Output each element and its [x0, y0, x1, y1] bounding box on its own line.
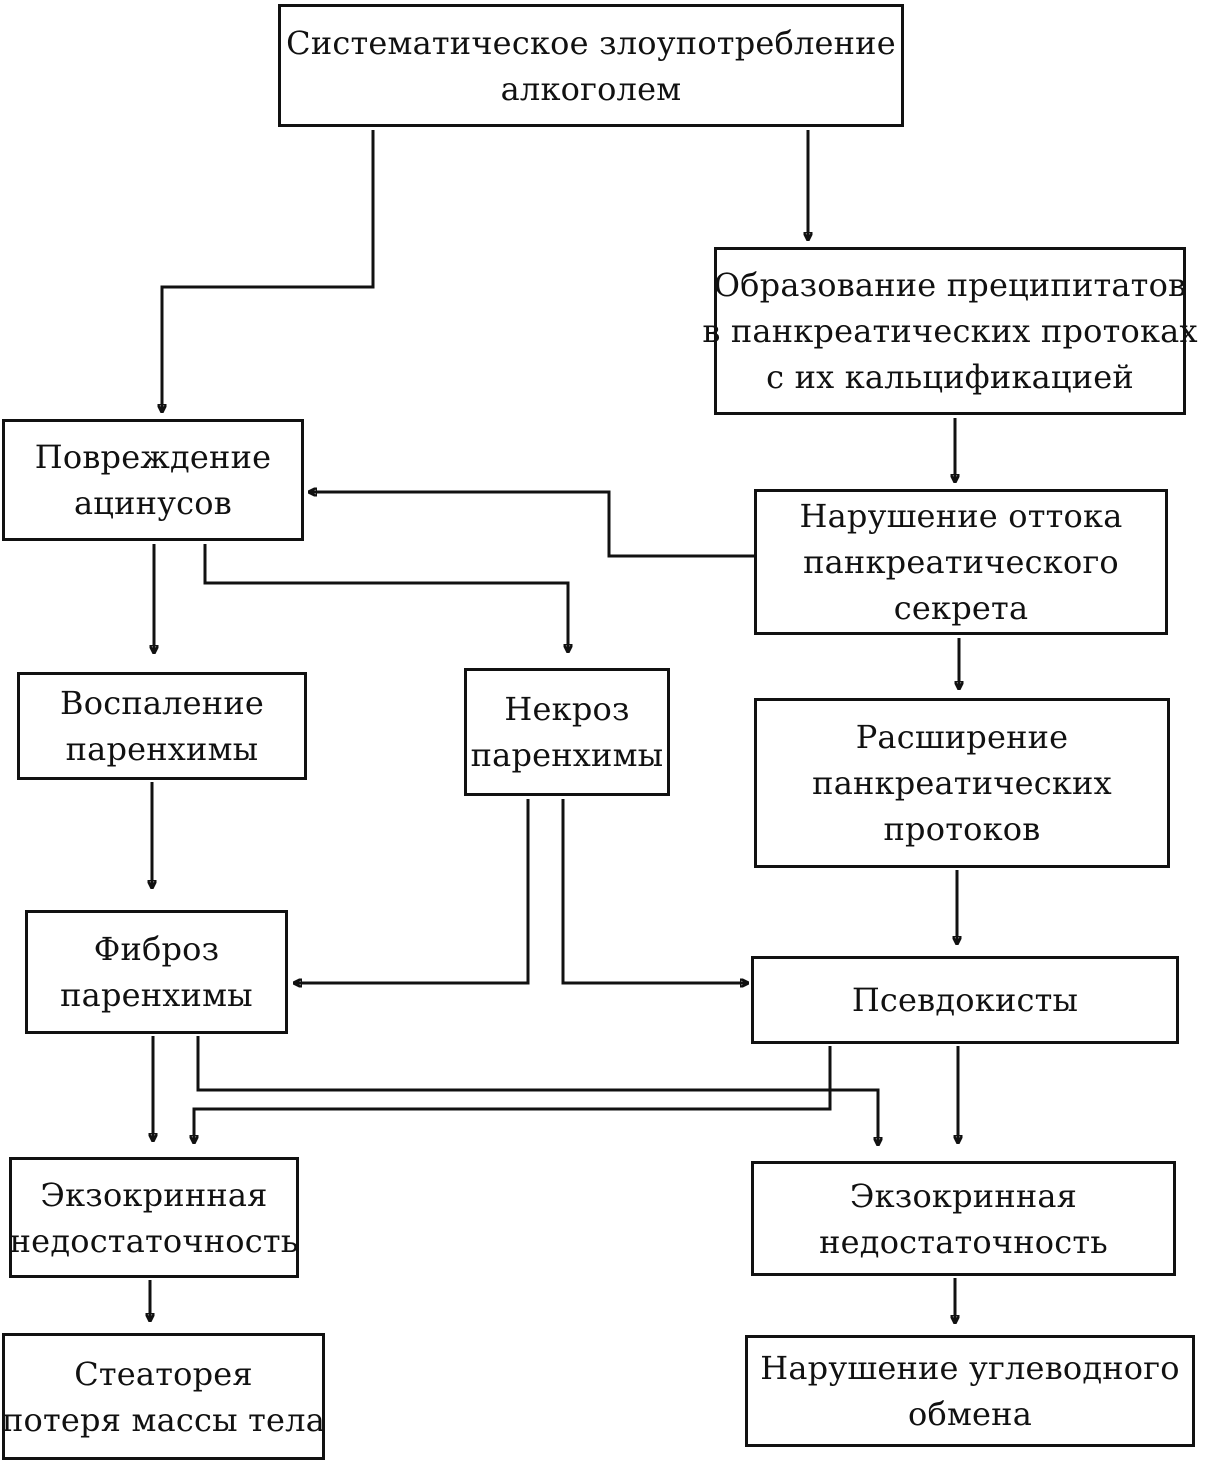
arrow-necrosis-to-fibrosis: [294, 799, 530, 983]
node-carbohydrate-metabolism-line-2: обмена: [908, 1395, 1032, 1433]
arrow-pseudocysts-to-exocrine-left: [194, 1046, 832, 1143]
arrow-acini-to-necrosis: [203, 544, 568, 652]
node-alcohol-abuse-line-1: Систематическое злоупотребление: [286, 23, 896, 62]
node-duct-dilation-line-2: панкреатических: [812, 764, 1112, 802]
node-duct-dilation: Расширение панкреатических протоков: [754, 698, 1170, 868]
node-exocrine-insufficiency-left: Экзокринная недостаточность: [9, 1157, 299, 1278]
node-alcohol-abuse: Систематическое злоупотребление алкоголе…: [278, 4, 904, 127]
node-carbohydrate-metabolism-line-1: Нарушение углеводного: [760, 1349, 1180, 1387]
node-steatorrhea-line-1: Стеаторея: [74, 1354, 253, 1393]
node-inflammation-line-1: Воспаление: [60, 684, 264, 722]
node-necrosis: Некроз паренхимы: [464, 668, 670, 796]
node-outflow-disorder-line-2: панкреатического: [803, 543, 1119, 581]
node-inflammation-line-2: паренхимы: [65, 730, 259, 768]
node-alcohol-abuse-line-2: алкоголем: [500, 69, 682, 108]
node-inflammation: Воспаление паренхимы: [17, 672, 307, 780]
node-fibrosis-line-1: Фиброз: [93, 930, 220, 968]
node-necrosis-line-2: паренхимы: [470, 736, 664, 774]
node-acini-damage: Повреждение ацинусов: [2, 419, 304, 541]
node-precipitates-line-1: Образование преципитатов: [713, 266, 1187, 304]
node-exocrine-insufficiency-left-line-2: недостаточность: [9, 1221, 299, 1260]
node-precipitates-line-2: в панкреатических протоках: [702, 312, 1198, 350]
node-exocrine-insufficiency-right: Экзокринная недостаточность: [751, 1161, 1176, 1276]
node-carbohydrate-metabolism: Нарушение углеводного обмена: [745, 1335, 1195, 1447]
node-steatorrhea: Стеаторея потеря массы тела: [2, 1333, 325, 1460]
node-outflow-disorder: Нарушение оттока панкреатического секрет…: [754, 489, 1168, 635]
node-outflow-disorder-line-3: секрета: [893, 589, 1029, 627]
node-fibrosis: Фиброз паренхимы: [25, 910, 288, 1034]
arrow-outflow-to-acini: [309, 492, 754, 558]
arrow-alcohol-to-acini: [162, 130, 375, 412]
node-duct-dilation-line-1: Расширение: [855, 718, 1069, 756]
node-steatorrhea-line-2: потеря массы тела: [2, 1400, 325, 1439]
arrow-fibrosis-to-exocrine-right: [196, 1036, 878, 1145]
node-exocrine-insufficiency-left-line-1: Экзокринная: [40, 1175, 268, 1214]
node-pseudocysts: Псевдокисты: [751, 956, 1179, 1044]
node-pseudocysts-line-1: Псевдокисты: [851, 981, 1079, 1019]
node-acini-damage-line-2: ацинусов: [74, 484, 232, 522]
node-precipitates-line-3: с их кальцификацией: [766, 358, 1134, 396]
arrow-necrosis-to-pseudocysts: [561, 799, 748, 983]
node-exocrine-insufficiency-right-line-2: недостаточность: [819, 1222, 1108, 1261]
node-acini-damage-line-1: Повреждение: [34, 438, 272, 476]
node-exocrine-insufficiency-right-line-1: Экзокринная: [849, 1176, 1078, 1215]
node-necrosis-line-1: Некроз: [504, 690, 630, 728]
node-outflow-disorder-line-1: Нарушение оттока: [799, 497, 1123, 535]
node-precipitates: Образование преципитатов в панкреатическ…: [702, 247, 1198, 415]
node-duct-dilation-line-3: протоков: [883, 810, 1041, 848]
node-fibrosis-line-2: паренхимы: [60, 976, 253, 1014]
